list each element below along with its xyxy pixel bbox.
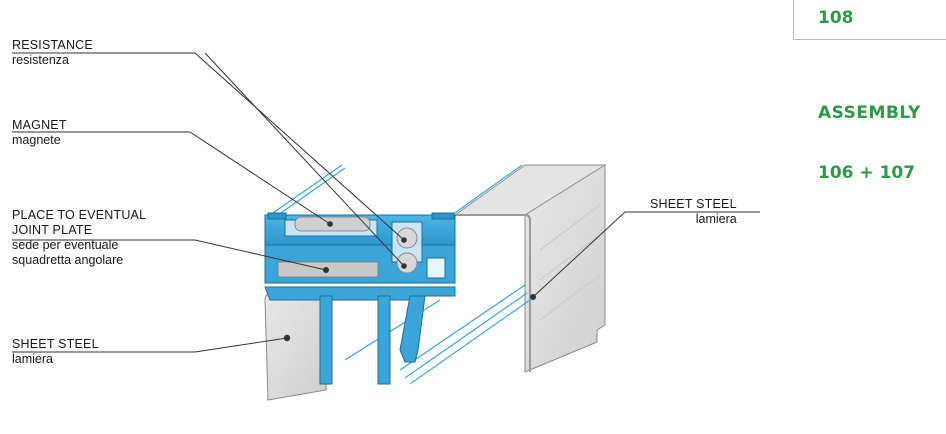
label-sheet-steel-left: SHEET STEEL lamiera: [12, 337, 99, 367]
label-sheet-steel-left-en: SHEET STEEL: [12, 337, 99, 351]
label-magnet-en: MAGNET: [12, 118, 67, 132]
label-joint-plate-it1: sede per eventuale: [12, 238, 119, 252]
label-sheet-steel-left-it: lamiera: [12, 352, 53, 366]
label-joint-plate: PLACE TO EVENTUAL JOINT PLATE sede per e…: [12, 208, 146, 268]
page-number-box: [793, 0, 946, 40]
leader-lines: [12, 52, 760, 353]
left-sheet-steel: [264, 292, 327, 401]
label-sheet-steel-right-en: SHEET STEEL: [650, 197, 737, 211]
joint-plate-seat: [277, 261, 379, 278]
right-sheet-steel: [453, 164, 607, 373]
assembly-title: ASSEMBLY: [818, 103, 921, 123]
glass-lines: [269, 164, 531, 385]
magnet: [294, 216, 371, 232]
label-magnet-it: magnete: [12, 133, 61, 147]
label-joint-plate-en1: PLACE TO EVENTUAL: [12, 208, 147, 222]
label-resistance: RESISTANCE resistenza: [12, 38, 93, 68]
label-magnet: MAGNET magnete: [12, 118, 67, 148]
label-joint-plate-it2: squadretta angolare: [12, 253, 124, 267]
label-sheet-steel-right: SHEET STEEL lamiera: [650, 197, 737, 227]
page-number: 108: [818, 8, 854, 28]
label-joint-plate-en2: JOINT PLATE: [12, 223, 93, 237]
label-sheet-steel-right-it: lamiera: [695, 212, 737, 226]
assembly-refs: 106 + 107: [818, 163, 916, 183]
label-resistance-en: RESISTANCE: [12, 38, 93, 52]
label-resistance-it: resistenza: [12, 53, 69, 67]
